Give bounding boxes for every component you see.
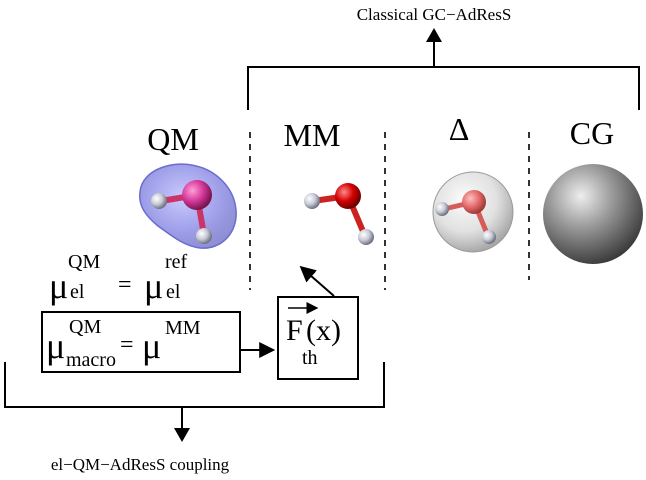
top-bracket xyxy=(247,28,640,110)
equation-macro-chemical-potential: μ QM macro = μ MM xyxy=(46,316,201,371)
thermodynamic-force-label: F (x) th xyxy=(286,302,341,369)
equation-el-chemical-potential: μ QM el = μ ref el xyxy=(49,251,188,306)
coarse-grained-sphere-icon xyxy=(543,164,643,264)
bottom-bracket xyxy=(4,362,385,442)
force-subscript: th xyxy=(302,347,318,369)
hydrogen-atom-icon xyxy=(435,202,449,216)
region-cg-label: CG xyxy=(570,115,614,151)
equation-macro-rhs-sup: MM xyxy=(165,317,201,339)
mm-water-molecule-icon xyxy=(304,183,374,245)
mu-symbol: μ xyxy=(142,326,161,366)
region-qm-label: QM xyxy=(147,121,199,157)
qm-water-molecule-icon xyxy=(138,163,237,249)
force-argument: (x) xyxy=(306,314,341,347)
hydrogen-atom-icon xyxy=(151,193,167,209)
el-qm-adress-coupling-label: el−QM−AdResS coupling xyxy=(51,455,230,474)
region-mm-label: MM xyxy=(284,117,341,153)
equation-el-lhs-sup: QM xyxy=(68,251,100,273)
equation-macro-lhs-sup: QM xyxy=(69,316,101,338)
region-delta-label: Δ xyxy=(449,111,470,147)
equation-macro-equals: = xyxy=(120,332,134,358)
oxygen-atom-icon xyxy=(462,190,486,214)
equation-el-rhs-sup: ref xyxy=(165,251,188,273)
oxygen-atom-icon xyxy=(182,180,212,210)
hydrogen-atom-icon xyxy=(358,229,374,245)
hydrogen-atom-icon xyxy=(482,230,496,244)
down-arrow-icon xyxy=(174,428,190,442)
mu-symbol: μ xyxy=(144,266,163,306)
equation-el-lhs-sub: el xyxy=(70,281,85,303)
up-arrow-icon xyxy=(426,28,442,42)
diagonal-arrow-icon xyxy=(299,265,335,297)
force-symbol: F xyxy=(286,314,303,347)
hybrid-water-molecule-icon xyxy=(432,171,514,253)
hydrogen-atom-icon xyxy=(196,228,212,244)
mu-symbol: μ xyxy=(49,266,68,306)
equation-el-rhs-sub: el xyxy=(166,281,181,303)
equation-el-equals: = xyxy=(118,272,132,298)
classical-gc-adress-label: Classical GC−AdResS xyxy=(357,5,512,24)
oxygen-atom-icon xyxy=(335,183,361,209)
equation-macro-lhs-sub: macro xyxy=(66,349,116,371)
hydrogen-atom-icon xyxy=(304,193,320,209)
mu-symbol: μ xyxy=(46,326,65,366)
macro-potential-box xyxy=(41,311,241,373)
